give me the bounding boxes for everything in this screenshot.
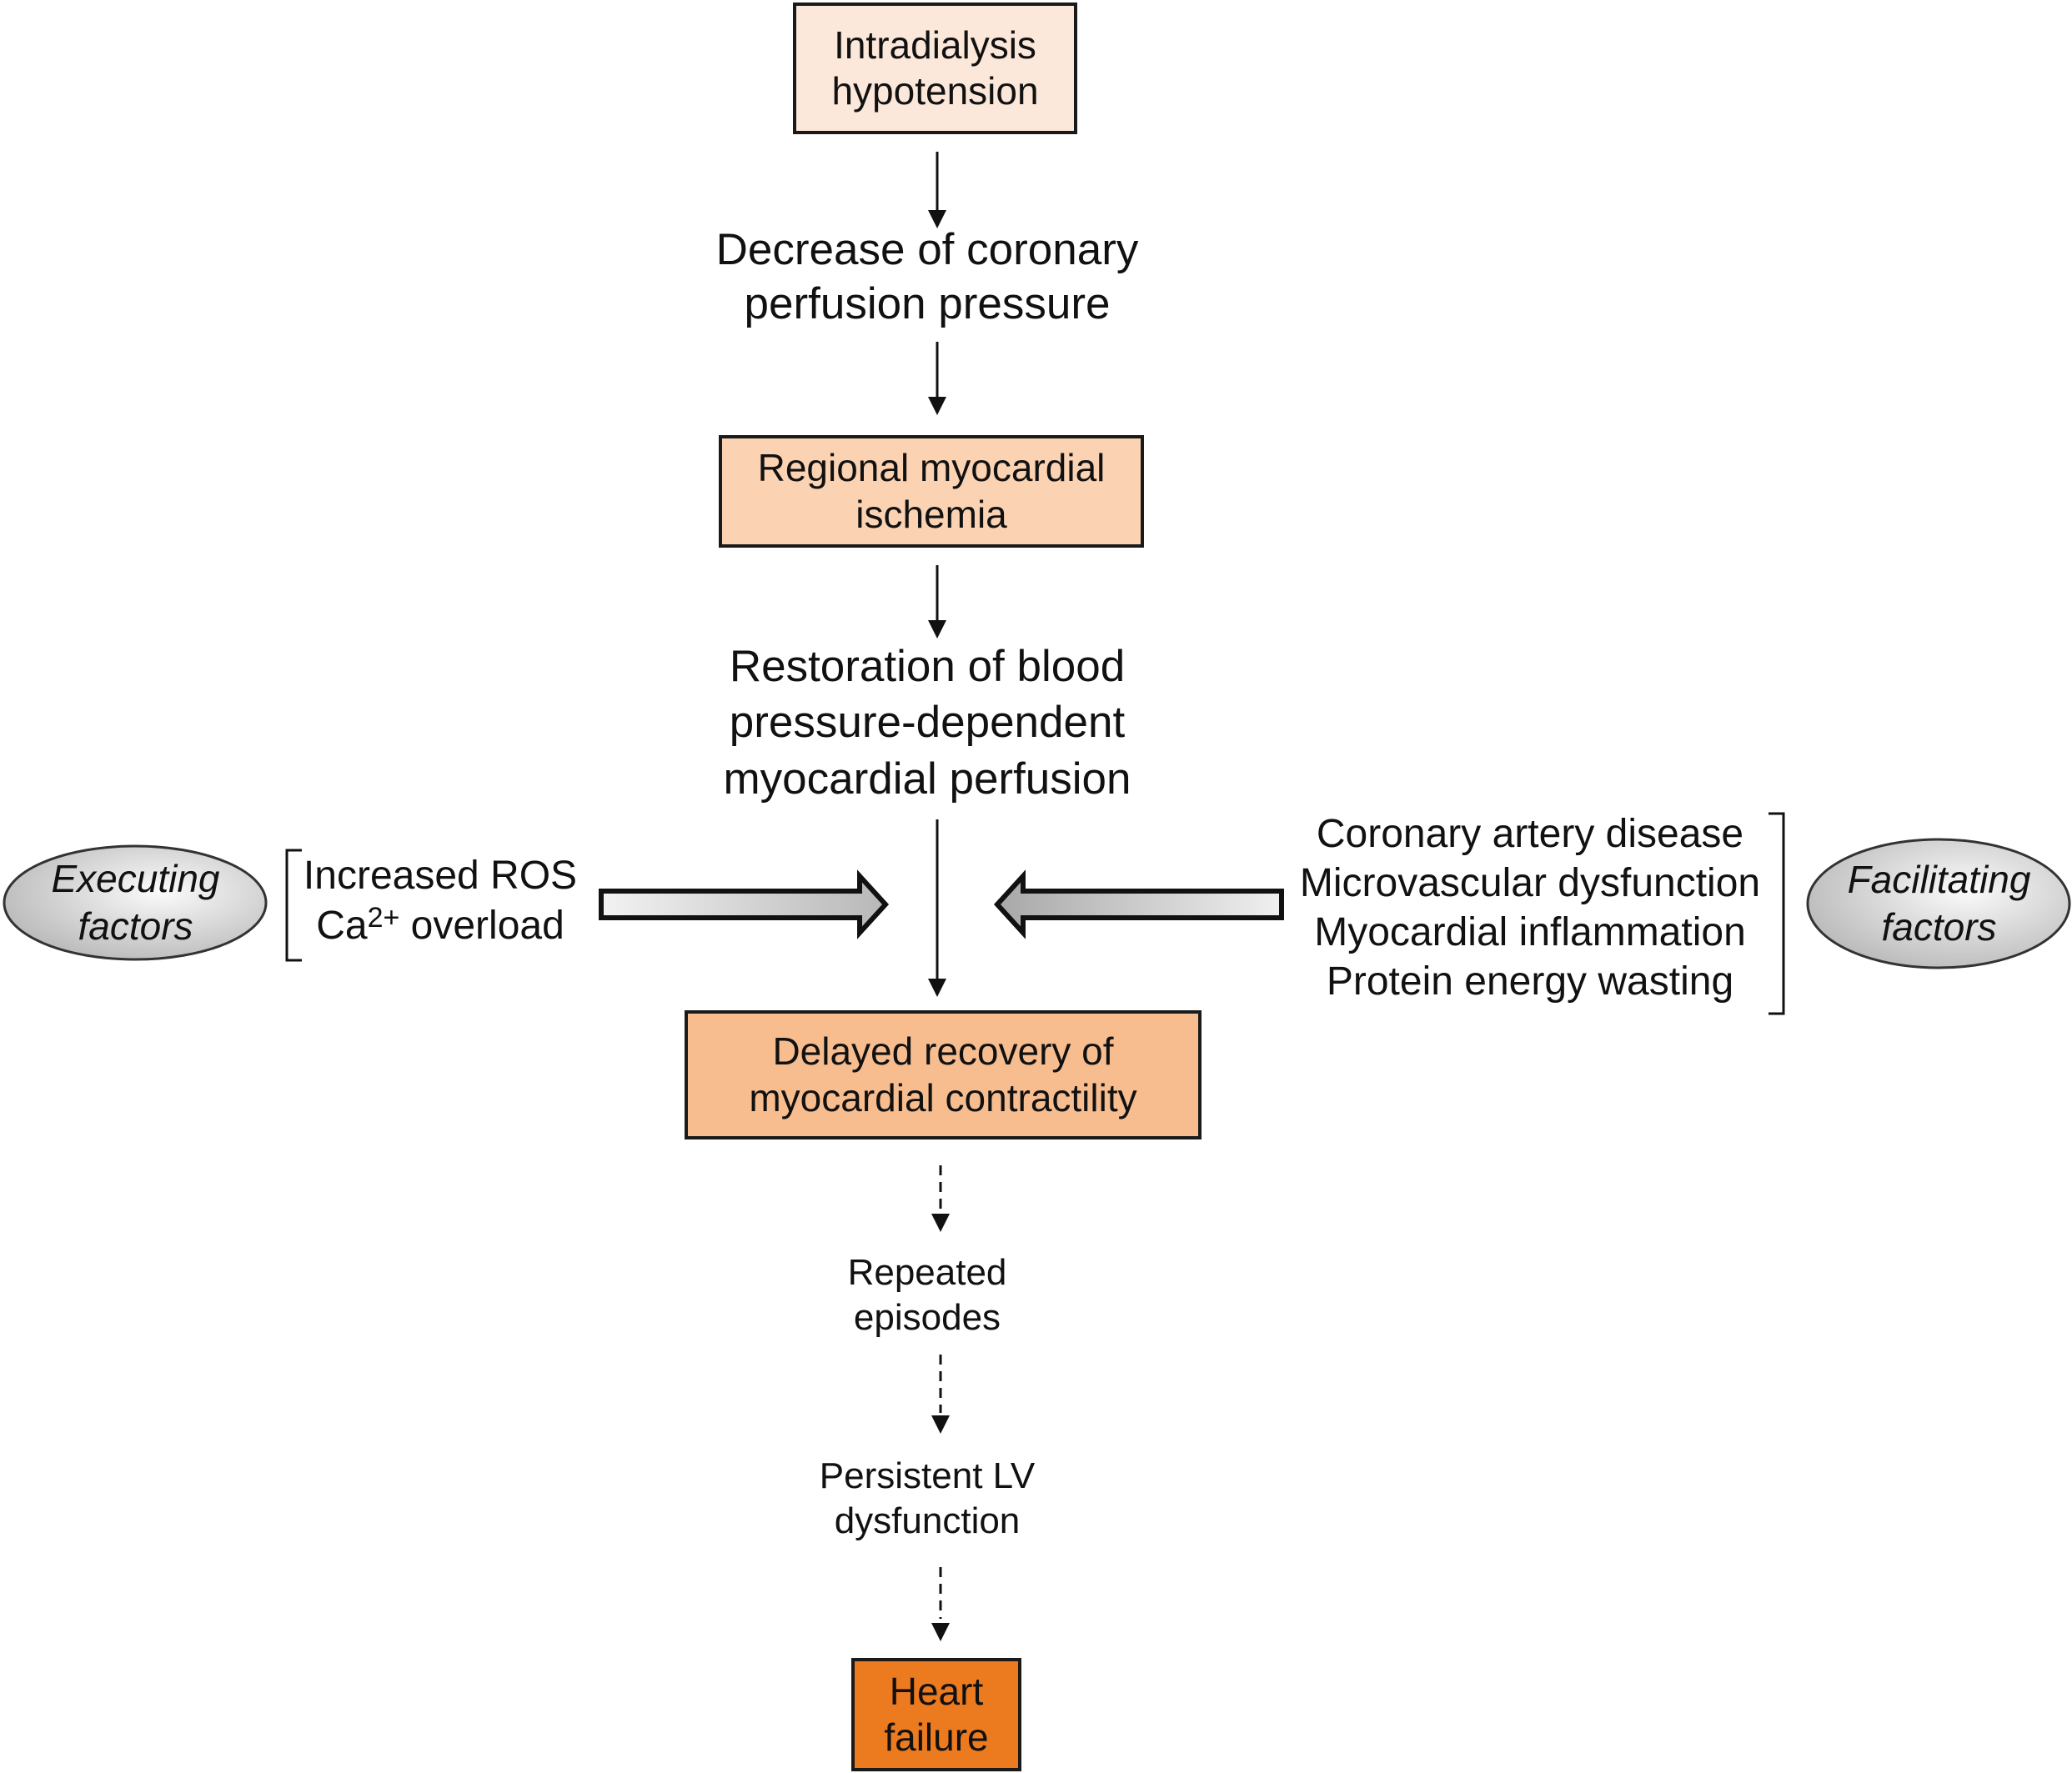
- dashed-arrow-persistent-to-heart-failure: [931, 1567, 950, 1641]
- facilitating-item: Myocardial inflammation: [1314, 910, 1746, 955]
- executing-item-ros: Increased ROS: [303, 854, 578, 898]
- node-heart-failure: Heart failure: [851, 1658, 1021, 1771]
- executing-factors-label: Executing factors: [4, 846, 267, 959]
- label-text: Executing: [51, 856, 220, 900]
- bracket-executing: [285, 849, 302, 962]
- node-text: Delayed recovery of: [772, 1029, 1114, 1074]
- arrow-decrease-to-ischemia: [928, 342, 946, 415]
- label-text: factors: [78, 904, 193, 948]
- node-decrease-perfusion: Decrease of coronary perfusion pressure: [635, 223, 1219, 331]
- arrow-ischemia-to-restoration: [928, 565, 946, 639]
- facilitating-factors-list: Coronary artery disease Microvascular dy…: [1284, 809, 1776, 1006]
- facilitating-item: Coronary artery disease: [1316, 812, 1744, 856]
- executing-factors-list: Increased ROS Ca2+ overload: [296, 852, 584, 950]
- node-text: Regional myocardial: [757, 446, 1106, 490]
- bracket-facilitating: [1768, 812, 1785, 1015]
- dashed-arrow-delayed-to-repeated: [931, 1165, 950, 1232]
- block-arrow-executing: [599, 869, 890, 939]
- node-delayed-recovery: Delayed recovery of myocardial contracti…: [685, 1010, 1202, 1139]
- calcium-charge: 2+: [367, 901, 400, 934]
- node-text: Persistent LV: [819, 1455, 1036, 1496]
- node-text: Intradialysis: [834, 23, 1036, 67]
- facilitating-factors-label: Facilitating factors: [1808, 839, 2070, 968]
- facilitating-item: Microvascular dysfunction: [1299, 861, 1761, 906]
- arrow-intradialysis-to-decrease: [928, 152, 946, 228]
- node-text: ischemia: [855, 492, 1007, 536]
- executing-item-calcium: Ca2+ overload: [296, 901, 584, 951]
- node-restoration-perfusion: Restoration of blood pressure-dependent …: [635, 639, 1219, 807]
- block-arrow-facilitating: [993, 869, 1284, 939]
- node-text: Restoration of blood: [729, 642, 1126, 691]
- facilitating-item: Protein energy wasting: [1326, 959, 1734, 1004]
- calcium-overload-text: overload: [399, 903, 564, 948]
- node-text: Decrease of coronary: [715, 225, 1139, 274]
- node-repeated-episodes: Repeated episodes: [760, 1250, 1094, 1340]
- executing-factors-ellipse: [3, 844, 268, 961]
- facilitating-factors-ellipse: [1806, 838, 2071, 969]
- node-text: episodes: [853, 1296, 1001, 1338]
- label-text: Facilitating: [1847, 857, 2031, 901]
- node-text: perfusion pressure: [744, 278, 1111, 328]
- label-text: factors: [1881, 905, 1997, 949]
- node-persistent-lv-dysfunction: Persistent LV dysfunction: [760, 1454, 1094, 1543]
- node-text: Repeated: [847, 1252, 1007, 1293]
- calcium-symbol: Ca: [316, 903, 368, 948]
- node-intradialysis-hypotension: Intradialysis hypotension: [793, 3, 1077, 134]
- node-text: myocardial contractility: [749, 1075, 1137, 1119]
- node-text: pressure-dependent: [729, 698, 1126, 748]
- node-text: myocardial perfusion: [723, 754, 1131, 804]
- node-text: Heart: [889, 1669, 984, 1713]
- arrow-restoration-to-delayed: [928, 819, 946, 997]
- dashed-arrow-repeated-to-persistent: [931, 1355, 950, 1434]
- node-text: hypotension: [831, 69, 1039, 113]
- node-regional-ischemia: Regional myocardial ischemia: [719, 435, 1144, 548]
- node-text: dysfunction: [834, 1500, 1021, 1541]
- node-text: failure: [884, 1715, 989, 1759]
